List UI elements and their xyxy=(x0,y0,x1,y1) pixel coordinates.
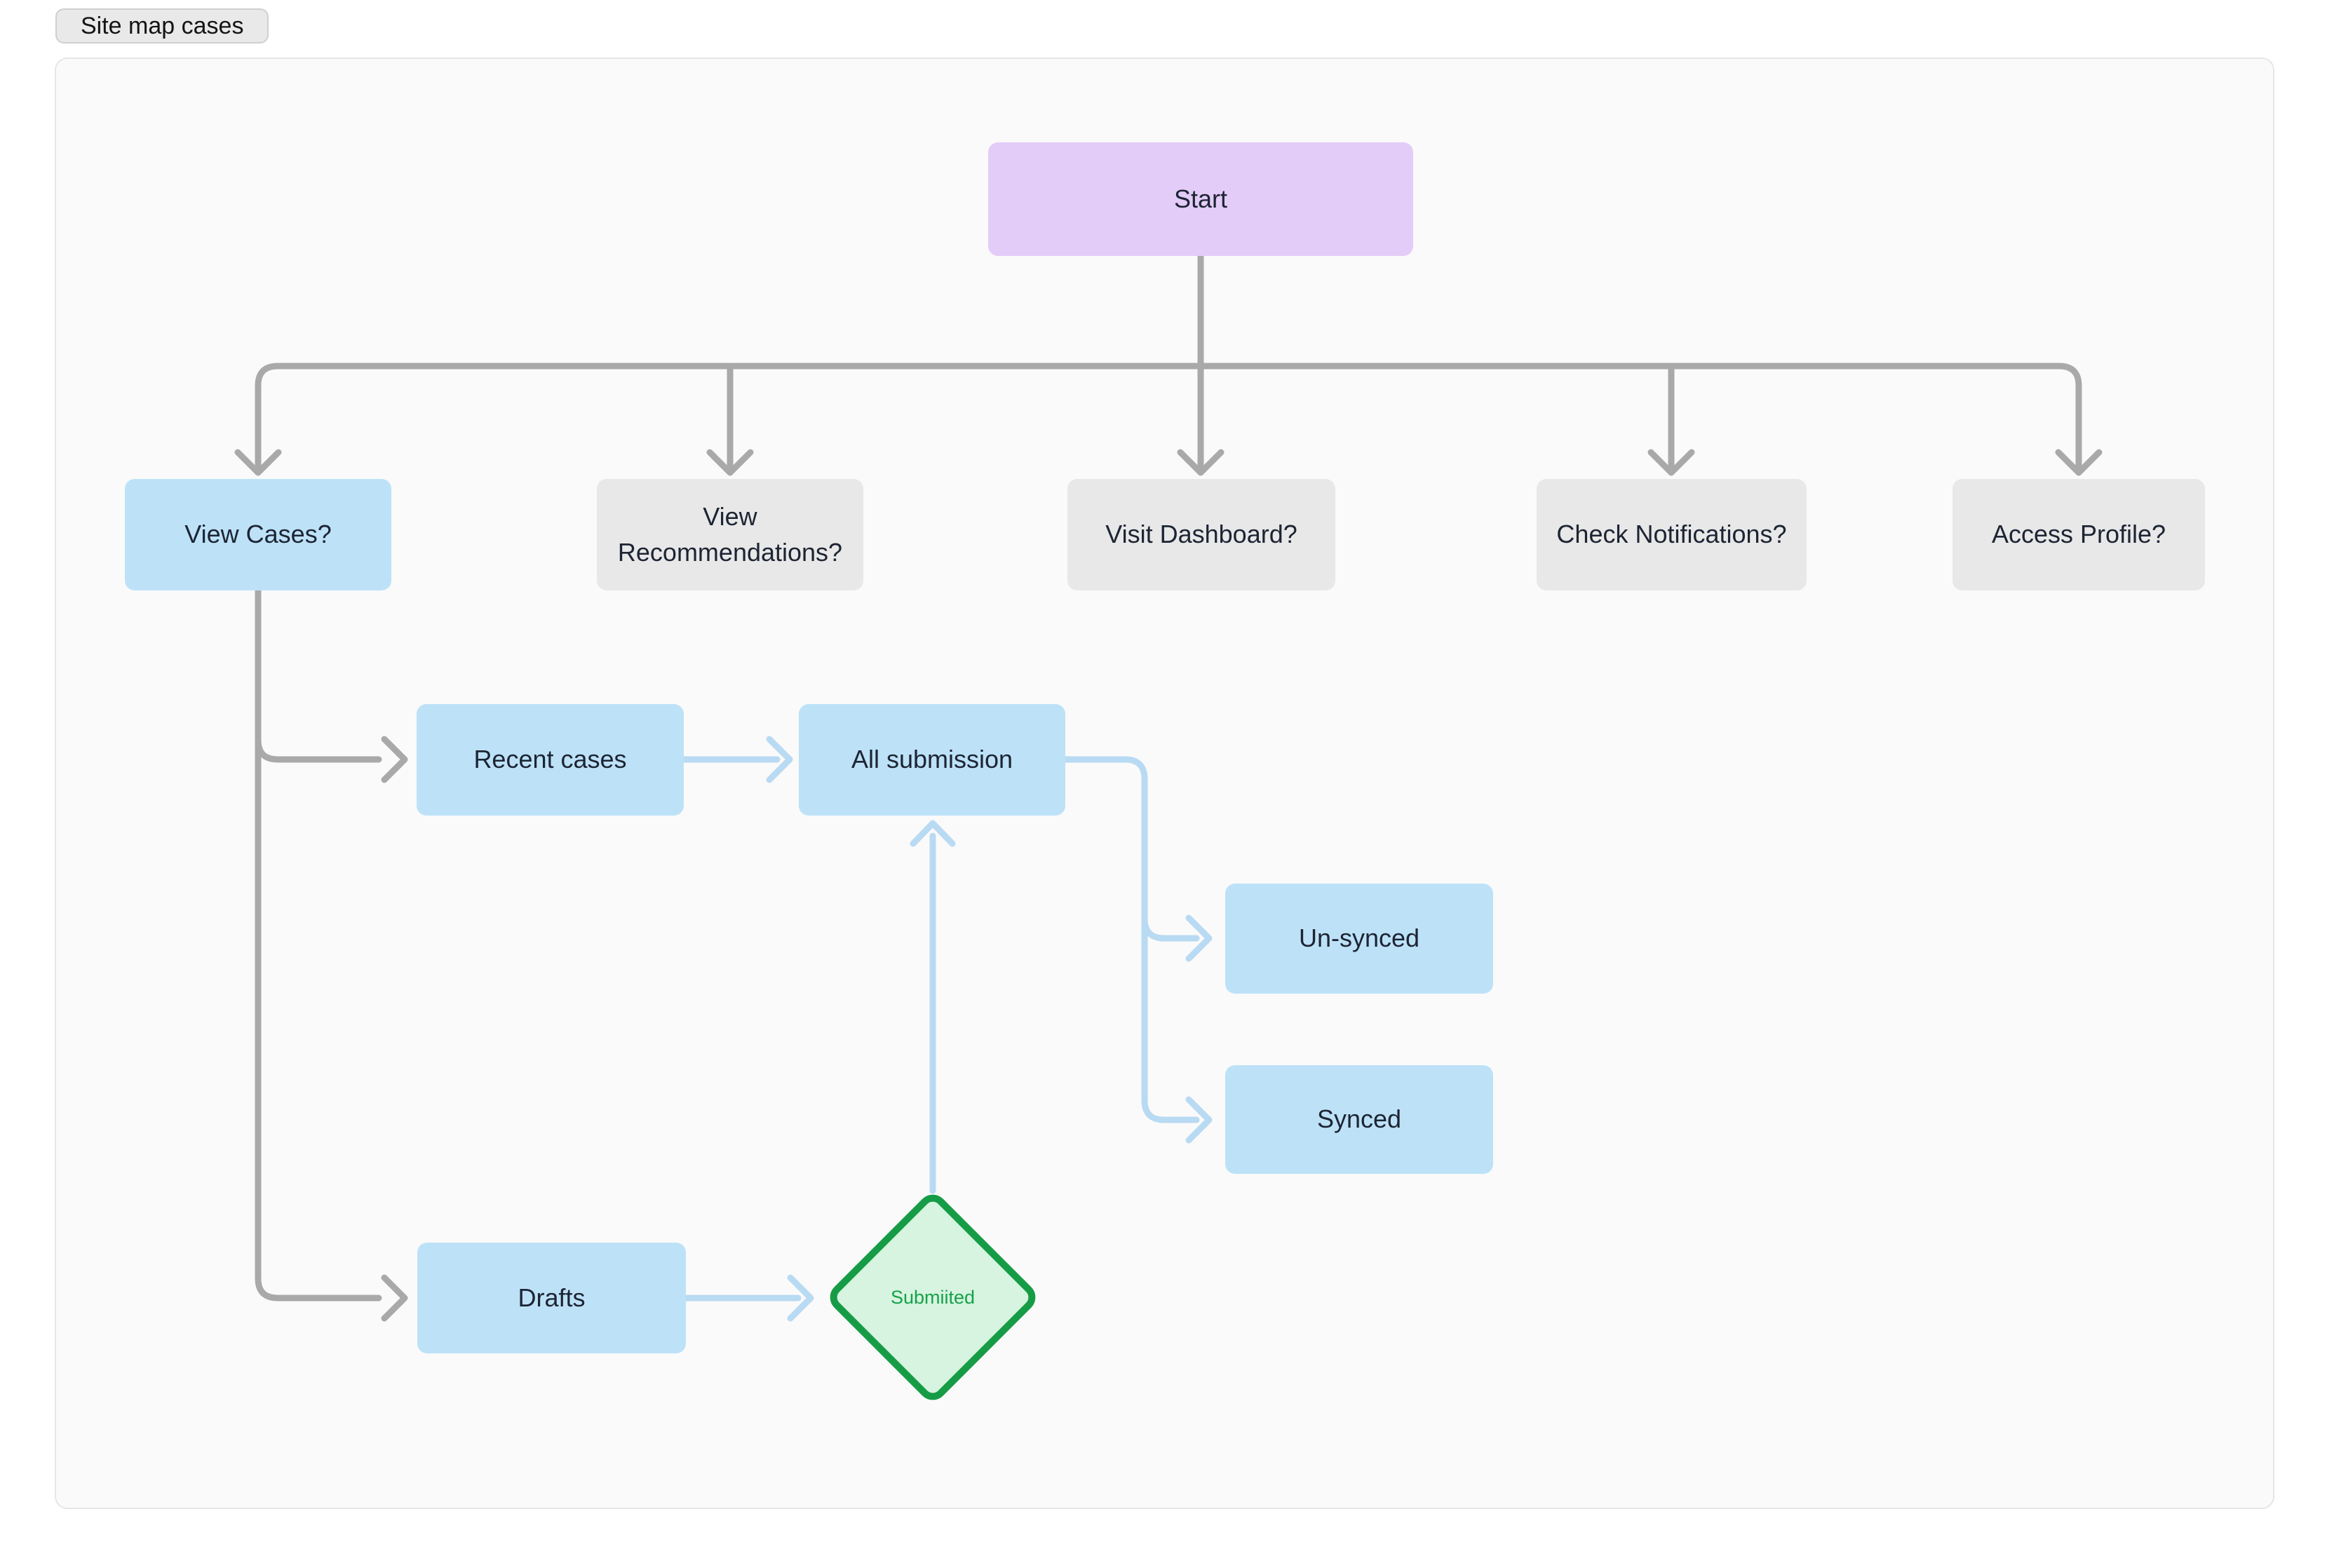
node-view-cases[interactable]: View Cases? xyxy=(125,479,391,590)
node-view-recommendations-label: View Recommendations? xyxy=(617,502,843,567)
board-title-pill[interactable]: Site map cases xyxy=(55,8,269,43)
node-visit-dashboard-label: Visit Dashboard? xyxy=(1105,520,1297,549)
node-synced-label: Synced xyxy=(1316,1104,1402,1134)
node-check-notifications[interactable]: Check Notifications? xyxy=(1537,479,1807,590)
node-synced[interactable]: Synced xyxy=(1225,1065,1493,1174)
node-un-synced-label: Un-synced xyxy=(1298,924,1420,953)
node-un-synced[interactable]: Un-synced xyxy=(1225,884,1493,994)
node-submitted-label: Submiited xyxy=(890,1286,976,1308)
node-view-recommendations[interactable]: View Recommendations? xyxy=(597,479,863,590)
node-submitted[interactable]: Submiited xyxy=(829,1194,1037,1401)
node-check-notifications-label: Check Notifications? xyxy=(1556,520,1787,549)
diagram-canvas[interactable] xyxy=(55,58,2274,1509)
board-title-text: Site map cases xyxy=(81,12,244,39)
node-all-submission[interactable]: All submission xyxy=(799,704,1065,816)
node-start-label: Start xyxy=(1173,184,1228,213)
node-access-profile[interactable]: Access Profile? xyxy=(1952,479,2205,590)
node-access-profile-label: Access Profile? xyxy=(1991,520,2166,549)
node-visit-dashboard[interactable]: Visit Dashboard? xyxy=(1067,479,1335,590)
submitted-diamond-shape xyxy=(830,1194,1036,1400)
node-all-submission-label: All submission xyxy=(851,745,1013,774)
node-start[interactable]: Start xyxy=(988,142,1413,256)
node-view-cases-label: View Cases? xyxy=(184,520,332,549)
node-drafts-label: Drafts xyxy=(518,1283,586,1312)
node-recent-cases-label: Recent cases xyxy=(473,745,627,774)
node-drafts[interactable]: Drafts xyxy=(417,1243,686,1353)
node-recent-cases[interactable]: Recent cases xyxy=(417,704,684,816)
